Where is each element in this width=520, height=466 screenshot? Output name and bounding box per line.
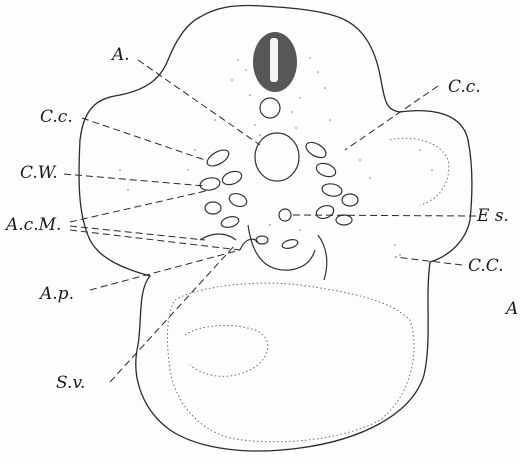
gut-contour <box>248 225 315 270</box>
vessel-right-1 <box>303 139 328 160</box>
lower-mass-contour <box>167 283 414 442</box>
leader-Cc-left <box>82 118 205 160</box>
label-Sv: S.v. <box>56 373 85 393</box>
leader-Es <box>293 215 476 216</box>
label-Ap: A.p. <box>38 284 74 304</box>
vessel-left-6 <box>220 215 240 229</box>
inner-fold-contour <box>185 325 268 376</box>
vessel-right-4 <box>342 194 358 206</box>
vessel-left-2 <box>221 169 244 187</box>
vessel-right-3 <box>321 182 343 197</box>
vessel-left-arc <box>200 234 236 240</box>
leader-Cc-right <box>345 86 438 150</box>
label-Cc-right: C.c. <box>448 77 481 97</box>
vessel-right-arc <box>318 235 327 280</box>
vessel-left-5 <box>205 202 221 214</box>
leader-CW <box>64 174 205 186</box>
leader-lines <box>64 60 476 382</box>
vessel-right-6 <box>336 215 352 225</box>
vessel-left-small <box>240 239 258 250</box>
label-CW: C.W. <box>20 163 58 183</box>
leader-A <box>138 60 260 145</box>
esophagus <box>279 209 291 221</box>
right-lobe-contour <box>390 138 449 205</box>
vessel-left-1 <box>205 147 232 169</box>
leader-AcM-1 <box>70 190 210 222</box>
neural-canal <box>270 38 278 82</box>
label-AcM: A.c.M. <box>4 215 61 235</box>
label-Es: E s. <box>476 206 509 226</box>
aorta <box>255 133 299 181</box>
vessel-right-5 <box>314 203 335 220</box>
leader-AcM-3 <box>70 230 240 250</box>
vessel-left-3 <box>199 176 221 191</box>
label-Cc-left: C.c. <box>40 107 73 127</box>
notochord <box>260 98 280 118</box>
mid-vessel-2 <box>281 238 299 250</box>
label-CC: C.C. <box>468 256 504 276</box>
label-A-edge: A <box>504 299 518 319</box>
leader-Ap <box>90 250 240 290</box>
leader-Sv <box>110 245 235 382</box>
vessel-left-4 <box>227 191 248 208</box>
leader-CC <box>395 257 462 265</box>
vessel-right-2 <box>315 161 338 179</box>
label-A: A. <box>110 45 130 65</box>
mid-vessel-1 <box>256 236 268 244</box>
